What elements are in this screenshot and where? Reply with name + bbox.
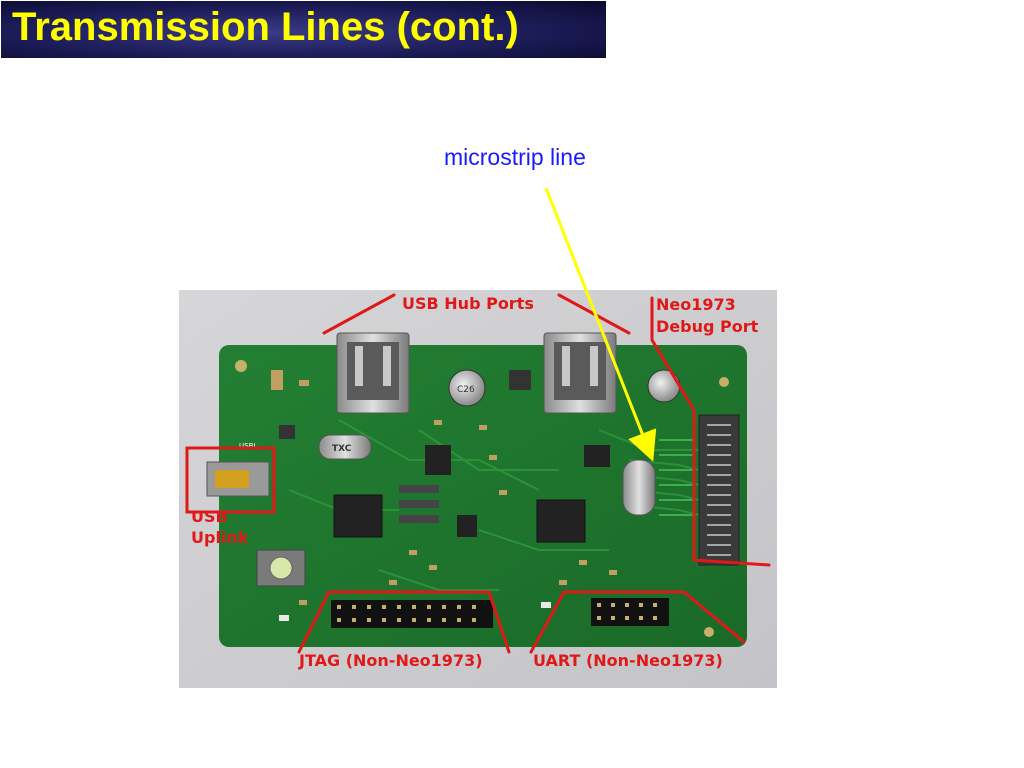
ic-chip: [425, 445, 451, 475]
uart-pins: [597, 603, 657, 620]
mounting-hole: [235, 360, 247, 372]
usb-port-right: [543, 332, 617, 414]
led: [279, 615, 289, 621]
crystal-oscillator: [622, 459, 656, 516]
label-usb-line2: Uplink: [191, 528, 249, 547]
silkscreen-usbi: USBI: [239, 442, 255, 450]
mounting-hole: [704, 627, 714, 637]
component: [279, 425, 295, 439]
debug-connector: [698, 414, 740, 566]
uart-header: [591, 598, 669, 626]
cap-marking: C26: [457, 385, 475, 395]
label-usb-line1: USB: [191, 507, 228, 526]
label-usb-hub-ports: USB Hub Ports: [402, 294, 534, 313]
electrolytic-capacitor: [448, 369, 486, 407]
microstrip-caption: microstrip line: [444, 144, 586, 170]
label-debug-line2: Debug Port: [656, 317, 759, 336]
jtag-pins: [337, 605, 476, 622]
led: [541, 602, 551, 608]
component: [509, 370, 531, 390]
label-debug-line1: Neo1973: [656, 295, 736, 314]
ic-chip: [333, 494, 383, 538]
reset-button-cap: [269, 556, 293, 580]
microstrip-traces: [659, 439, 694, 516]
slide-title: Transmission Lines (cont.): [12, 5, 519, 49]
mounting-hole: [719, 377, 729, 387]
ic-chip: [584, 445, 610, 467]
smd-resistor-array: [399, 485, 439, 523]
ic-chip: [536, 499, 586, 543]
pcb-photo-svg: C26 TXC: [179, 290, 777, 688]
debug-connector-pins: [707, 424, 731, 556]
ic-chip: [457, 515, 477, 537]
title-bar: Transmission Lines (cont.): [1, 1, 606, 58]
usb-port-left: [336, 332, 410, 414]
jtag-header: [331, 600, 493, 628]
mini-usb-connector: [206, 461, 270, 497]
electrolytic-capacitor: [647, 369, 681, 403]
pcb-photo: C26 TXC: [179, 290, 777, 688]
label-uart: UART (Non-Neo1973): [533, 651, 723, 670]
label-jtag: JTAG (Non-Neo1973): [298, 651, 483, 670]
crystal-marking: TXC: [332, 444, 352, 454]
crystal-oscillator: [318, 434, 372, 460]
